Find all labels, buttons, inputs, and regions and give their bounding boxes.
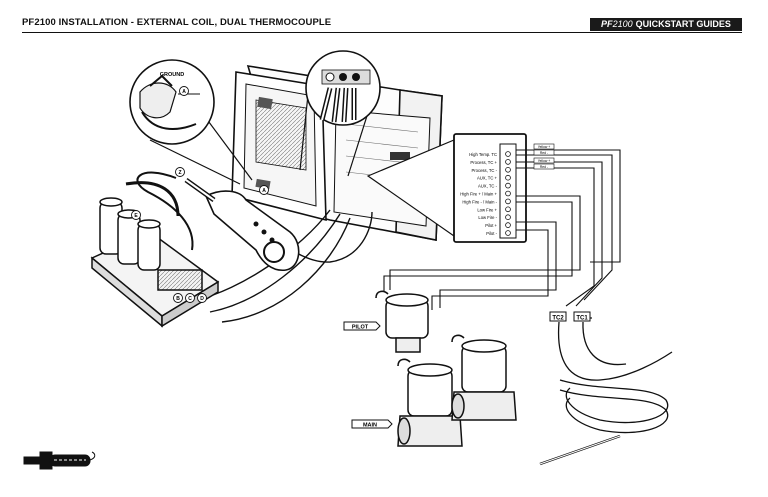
- pilot-valve: [375, 290, 429, 353]
- wire-tag: Red -: [533, 163, 555, 170]
- terminal-screw: [505, 182, 511, 189]
- terminal-block-callout: High Temp. TC Process, TC + Process, TC - A…: [366, 133, 527, 243]
- terminal-screw: [505, 190, 511, 197]
- callout-z: Z: [178, 170, 181, 176]
- tc2-label: TC2: [552, 316, 564, 322]
- tc1-label: TC1: [576, 316, 588, 322]
- terminal-screw: [505, 159, 511, 165]
- terminal-label: Process, TC -: [471, 168, 497, 173]
- callout-ground-label: GROUND: [160, 72, 184, 78]
- connector-zoom-callout: [299, 50, 381, 177]
- controller-enclosure: [231, 65, 443, 241]
- terminal-screw: [505, 214, 511, 221]
- ground-zoom-callout: [129, 59, 253, 185]
- terminal-screw: [505, 230, 511, 236]
- terminal-screw: [505, 206, 511, 213]
- terminal-screw: [505, 198, 511, 205]
- ignition-coil: [184, 177, 300, 272]
- wire-tag: Yellow +: [533, 157, 555, 164]
- terminal-label: Pilot -: [486, 231, 497, 236]
- callout-c: C: [188, 296, 192, 302]
- component-labels: [343, 311, 591, 429]
- installation-diagram: High Temp. TC Process, TC + Process, TC - A…: [23, 50, 673, 470]
- terminal-label: High Fire + / Main +: [460, 192, 497, 197]
- brand-prefix: PF: [601, 19, 613, 29]
- terminal-screw: [505, 151, 511, 157]
- pilot-label: PILOT: [352, 325, 369, 331]
- burner-assembly: [90, 181, 220, 328]
- main-valve-1: [397, 358, 463, 447]
- wire-tag: Yellow +: [533, 143, 555, 150]
- main-valve-2: [451, 334, 517, 421]
- brand-model: 2100: [612, 19, 633, 29]
- brand-suffix: QUICKSTART GUIDES: [635, 19, 731, 29]
- callout-a: A: [262, 188, 266, 194]
- terminal-label: AUX, TC -: [478, 184, 498, 189]
- thermocouple-probes: [539, 317, 673, 466]
- footer-probe-icon: [23, 451, 96, 470]
- terminal-label: Process, TC +: [470, 160, 497, 165]
- callout-e: E: [134, 213, 138, 219]
- letter-callouts: [131, 86, 269, 303]
- page-title: PF2100 INSTALLATION - EXTERNAL COIL, DUA…: [22, 17, 332, 28]
- callout-b: B: [176, 296, 180, 302]
- header-rule: [22, 32, 742, 33]
- terminal-screw: [505, 167, 511, 173]
- wire-tag: Red -: [533, 149, 555, 156]
- callout-a-top: A: [182, 89, 186, 95]
- page-header: PF2100 INSTALLATION - EXTERNAL COIL, DUA…: [0, 0, 768, 34]
- main-label: MAIN: [363, 423, 377, 429]
- terminal-label: High Temp. TC: [469, 152, 497, 157]
- wire-tag-label: Yellow +: [538, 145, 551, 149]
- terminal-screw: [505, 222, 511, 228]
- terminal-label: Pilot +: [485, 223, 497, 228]
- terminal-label: AUX, TC +: [477, 176, 498, 181]
- callout-d: D: [200, 296, 204, 302]
- terminal-label: Low Fire +: [477, 207, 497, 212]
- wire-tag-label: Red -: [540, 151, 548, 155]
- terminal-label: High Fire - / Main -: [462, 199, 497, 204]
- wire-tag-label: Yellow +: [538, 159, 551, 163]
- terminal-screw: [505, 174, 511, 181]
- wire-tag-label: Red -: [540, 165, 548, 169]
- terminal-label: Low Fire -: [478, 215, 497, 220]
